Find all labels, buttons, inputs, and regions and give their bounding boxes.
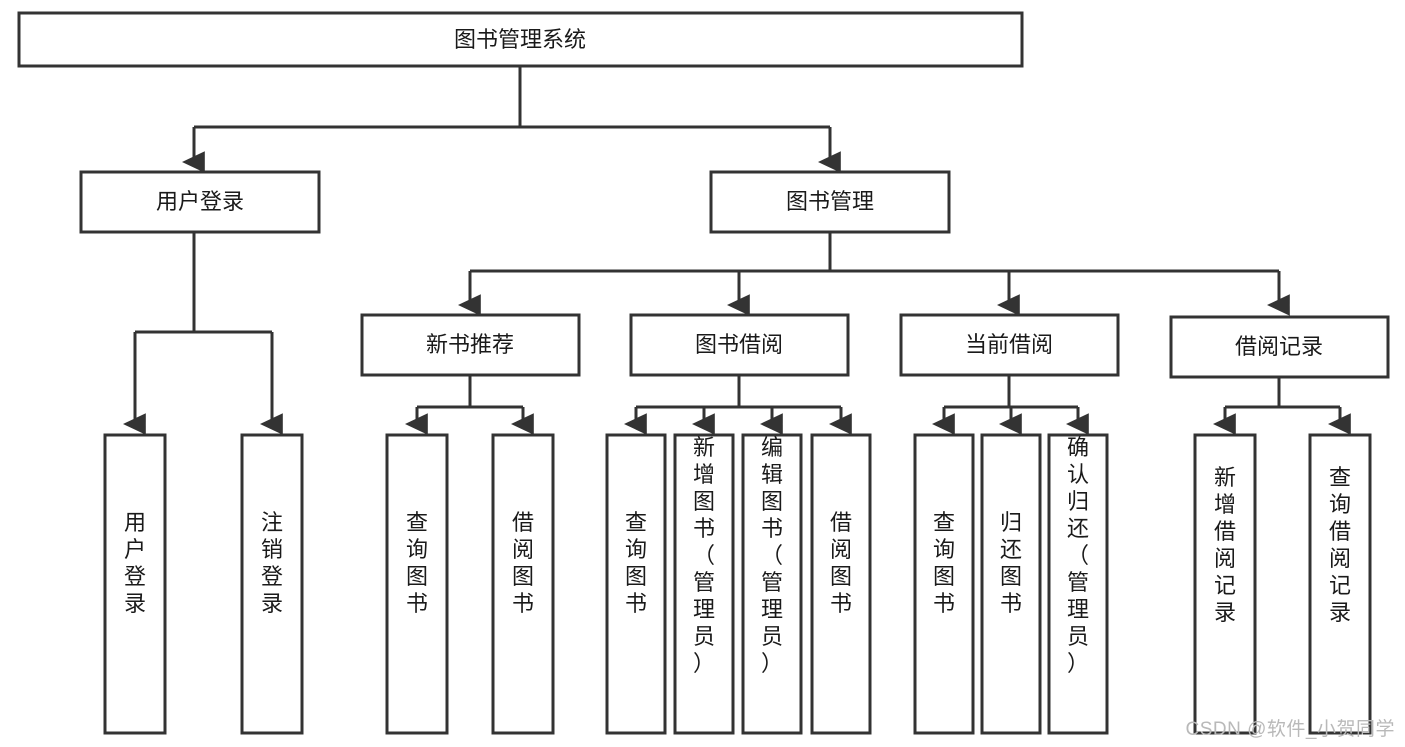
node-leaf-return-book-label: 归还图书 <box>1000 510 1022 616</box>
node-current-borrow-label: 当前借阅 <box>965 332 1053 357</box>
node-user-login-label: 用户登录 <box>156 189 244 214</box>
node-user-login[interactable]: 用户登录 <box>79 170 321 234</box>
node-book-borrow-box[interactable] <box>629 313 850 377</box>
node-book-borrow[interactable]: 图书借阅 <box>629 313 850 377</box>
node-leaf-return-book[interactable]: 归还图书 <box>980 433 1042 735</box>
node-leaf-add-record-label: 新增借阅记录 <box>1214 465 1236 625</box>
node-leaf-edit-book-label: 编辑图书（管理员） <box>761 435 783 676</box>
node-leaf-borrow-book-2[interactable]: 借阅图书 <box>810 433 872 735</box>
node-leaf-borrow-book-2-box[interactable] <box>810 433 872 735</box>
node-book-manage[interactable]: 图书管理 <box>709 170 951 234</box>
node-leaf-add-book[interactable]: 新增图书（管理员） <box>673 433 735 735</box>
node-leaf-add-record-box[interactable] <box>1193 433 1257 735</box>
node-leaf-user-login-label: 用户登录 <box>124 510 146 616</box>
node-current-borrow-box[interactable] <box>899 313 1120 377</box>
node-root[interactable]: 图书管理系统 <box>17 11 1024 68</box>
node-leaf-borrow-book-1-box[interactable] <box>491 433 555 735</box>
node-leaf-query-record-label: 查询借阅记录 <box>1329 465 1351 625</box>
connector-group-current-borrow <box>931 375 1089 435</box>
node-leaf-return-book-box[interactable] <box>980 433 1042 735</box>
node-new-book-recommend-label: 新书推荐 <box>426 332 514 357</box>
node-leaf-user-login[interactable]: 用户登录 <box>103 433 167 735</box>
node-borrow-record-box[interactable] <box>1169 315 1390 379</box>
node-leaf-edit-book[interactable]: 编辑图书（管理员） <box>741 433 803 735</box>
node-leaf-logout-login[interactable]: 注销登录 <box>240 433 304 735</box>
node-borrow-record[interactable]: 借阅记录 <box>1169 315 1390 379</box>
node-leaf-query-book-3-box[interactable] <box>913 433 975 735</box>
node-leaf-query-record-box[interactable] <box>1308 433 1372 735</box>
node-leaf-borrow-book-2-label: 借阅图书 <box>830 510 852 616</box>
node-leaf-query-book-2[interactable]: 查询图书 <box>605 433 667 735</box>
node-borrow-record-label: 借阅记录 <box>1235 334 1323 359</box>
node-leaf-query-book-2-box[interactable] <box>605 433 667 735</box>
node-leaf-query-record[interactable]: 查询借阅记录 <box>1308 433 1372 735</box>
node-leaf-query-book-2-label: 查询图书 <box>625 510 647 616</box>
connector-group-user-login <box>122 232 283 435</box>
node-leaf-logout-login-box[interactable] <box>240 433 304 735</box>
node-new-book-recommend-box[interactable] <box>360 313 581 377</box>
node-leaf-add-record[interactable]: 新增借阅记录 <box>1193 433 1257 735</box>
node-leaf-add-book-label: 新增图书（管理员） <box>693 435 715 676</box>
node-book-manage-label: 图书管理 <box>786 189 874 214</box>
node-leaf-edit-book-box[interactable] <box>741 433 803 735</box>
node-leaf-borrow-book-1-label: 借阅图书 <box>512 510 534 616</box>
node-leaf-confirm-return[interactable]: 确认归还（管理员） <box>1047 433 1109 735</box>
csdn-watermark: CSDN @软件_小贺同学 <box>1185 719 1395 740</box>
node-book-borrow-label: 图书借阅 <box>695 332 783 357</box>
node-leaf-user-login-box[interactable] <box>103 433 167 735</box>
node-current-borrow[interactable]: 当前借阅 <box>899 313 1120 377</box>
connector-group-book-manage <box>457 232 1290 316</box>
node-leaf-query-book-1-box[interactable] <box>385 433 449 735</box>
node-root-label: 图书管理系统 <box>454 27 586 52</box>
node-leaf-query-book-3-label: 查询图书 <box>933 510 955 616</box>
node-book-manage-box[interactable] <box>709 170 951 234</box>
connector-group-new-book-recommend <box>404 375 534 435</box>
node-leaf-query-book-3[interactable]: 查询图书 <box>913 433 975 735</box>
node-leaf-confirm-return-box[interactable] <box>1047 433 1109 735</box>
connector-group-root <box>181 66 841 173</box>
node-leaf-query-book-1[interactable]: 查询图书 <box>385 433 449 735</box>
node-leaf-logout-login-label: 注销登录 <box>261 510 283 616</box>
node-leaf-query-book-1-label: 查询图书 <box>406 510 428 616</box>
node-leaf-confirm-return-label: 确认归还（管理员） <box>1067 435 1089 676</box>
node-leaf-borrow-book-1[interactable]: 借阅图书 <box>491 433 555 735</box>
node-root-box[interactable] <box>17 11 1024 68</box>
node-user-login-box[interactable] <box>79 170 321 234</box>
connector-group-borrow-record <box>1212 377 1351 435</box>
node-new-book-recommend[interactable]: 新书推荐 <box>360 313 581 377</box>
node-leaf-add-book-box[interactable] <box>673 433 735 735</box>
connector-group-book-borrow <box>623 375 852 435</box>
